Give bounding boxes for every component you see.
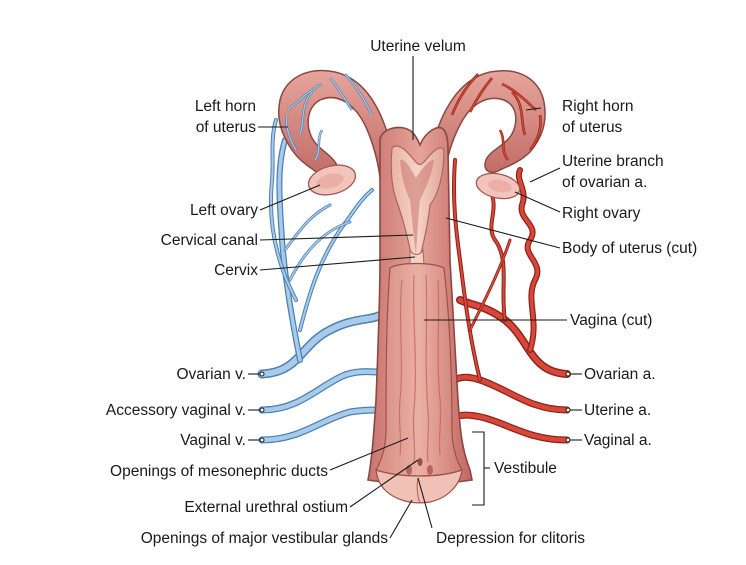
right-horn-of-uterus bbox=[431, 70, 546, 181]
leader-clitoris bbox=[417, 477, 433, 529]
label-external-urethral-ostium: External urethral ostium bbox=[184, 499, 348, 516]
leader-left-ovary bbox=[259, 184, 321, 211]
uterus-vagina-body bbox=[367, 126, 473, 504]
label-accessory-vaginal-v: Accessory vaginal v. bbox=[105, 402, 246, 419]
label-uterine-velum: Uterine velum bbox=[370, 38, 466, 55]
label-major-vestibular-glands: Openings of major vestibular glands bbox=[140, 530, 388, 547]
label-left-horn-line1: Left horn bbox=[194, 98, 256, 115]
label-vagina: Vagina (cut) bbox=[570, 312, 653, 329]
leader-body-of-uterus bbox=[445, 217, 561, 249]
leader-cervical-canal bbox=[259, 234, 414, 241]
vestibule-bracket bbox=[472, 431, 485, 506]
label-left-ovary: Left ovary bbox=[189, 202, 258, 219]
left-ovary bbox=[307, 164, 357, 196]
label-depression-for-clitoris: Depression for clitoris bbox=[436, 530, 586, 547]
label-uterine-a: Uterine a. bbox=[584, 402, 652, 419]
leader-uterine-branch bbox=[529, 167, 561, 183]
leader-right-ovary bbox=[514, 191, 561, 213]
label-body-of-uterus: Body of uterus (cut) bbox=[562, 240, 698, 257]
label-uterine-branch-line2: of ovarian a. bbox=[562, 174, 648, 191]
leader-cervix bbox=[259, 256, 416, 271]
right-ovary bbox=[475, 172, 521, 200]
label-ovarian-v: Ovarian v. bbox=[176, 366, 247, 383]
label-vaginal-a: Vaginal a. bbox=[584, 432, 652, 449]
left-horn-of-uterus bbox=[278, 69, 393, 181]
label-vaginal-v: Vaginal v. bbox=[180, 432, 246, 449]
label-right-horn-line2: of uterus bbox=[562, 119, 623, 136]
label-ovarian-a: Ovarian a. bbox=[584, 366, 656, 383]
left-veins bbox=[257, 118, 383, 444]
leader-mesonephric bbox=[329, 437, 409, 471]
right-arteries bbox=[451, 158, 571, 444]
label-uterine-branch-line1: Uterine branch bbox=[562, 153, 664, 170]
label-cervical-canal: Cervical canal bbox=[160, 232, 258, 249]
label-left-horn-line2: of uterus bbox=[195, 119, 256, 136]
label-right-ovary: Right ovary bbox=[562, 205, 641, 222]
leader-vestibular-glands bbox=[389, 499, 413, 539]
label-cervix: Cervix bbox=[214, 262, 258, 279]
leader-endpoints bbox=[259, 371, 571, 443]
label-mesonephric-ducts: Openings of mesonephric ducts bbox=[110, 463, 328, 480]
leader-right-horn bbox=[525, 107, 542, 111]
leader-urethral bbox=[349, 459, 419, 508]
label-vestibule: Vestibule bbox=[494, 460, 557, 477]
label-right-horn-line1: Right horn bbox=[562, 98, 634, 115]
